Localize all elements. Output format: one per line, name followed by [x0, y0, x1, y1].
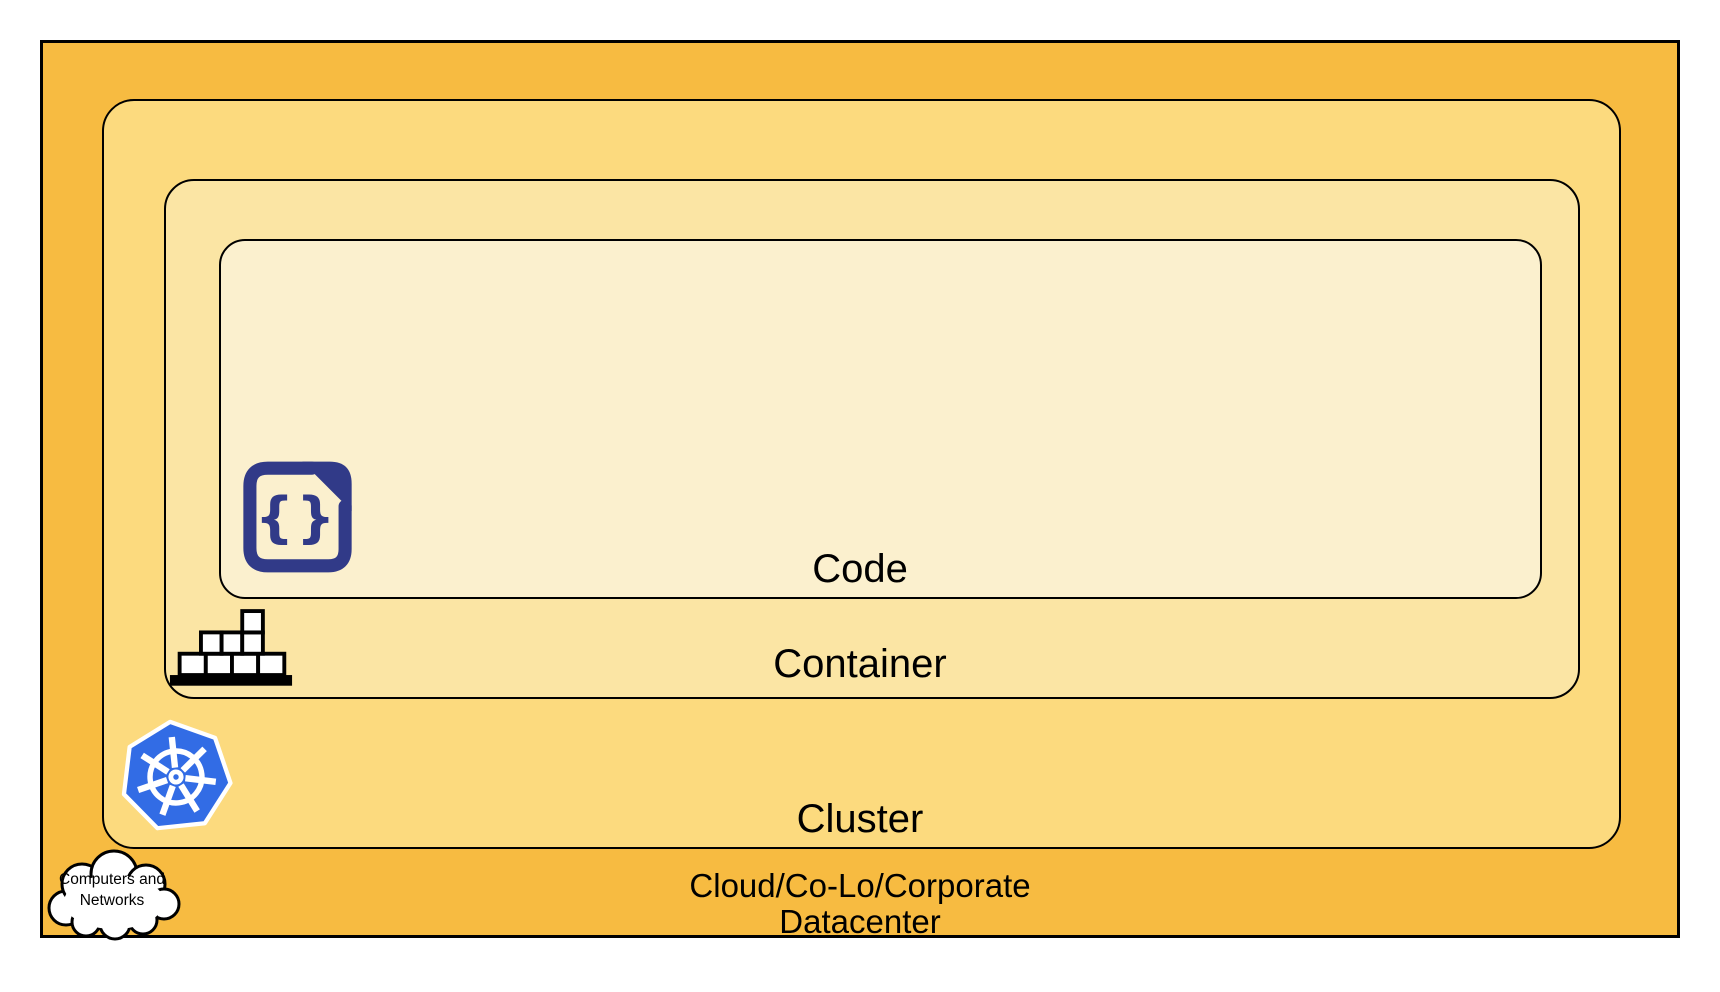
container-layer-label: Container	[773, 642, 947, 686]
cloud-callout-line2: Networks	[79, 892, 145, 909]
cloud-callout-label: Computers and Networks	[36, 869, 188, 911]
code-layer-label: Code	[812, 547, 908, 591]
code-layer-box	[219, 239, 1542, 599]
cluster-layer-label: Cluster	[796, 797, 924, 841]
datacenter-layer-label: Cloud/Co-Lo/Corporate Datacenter	[0, 868, 1720, 940]
cloud-callout-line1: Computers and	[59, 871, 165, 888]
datacenter-label-line1: Cloud/Co-Lo/Corporate	[689, 867, 1031, 904]
kubernetes-icon	[121, 719, 233, 831]
datacenter-label-line2: Datacenter	[779, 903, 941, 940]
code-file-icon: {}	[243, 461, 352, 573]
cloud-icon	[47, 849, 181, 941]
svg-text:{}: {}	[255, 485, 338, 549]
container-stack-icon	[169, 609, 293, 686]
